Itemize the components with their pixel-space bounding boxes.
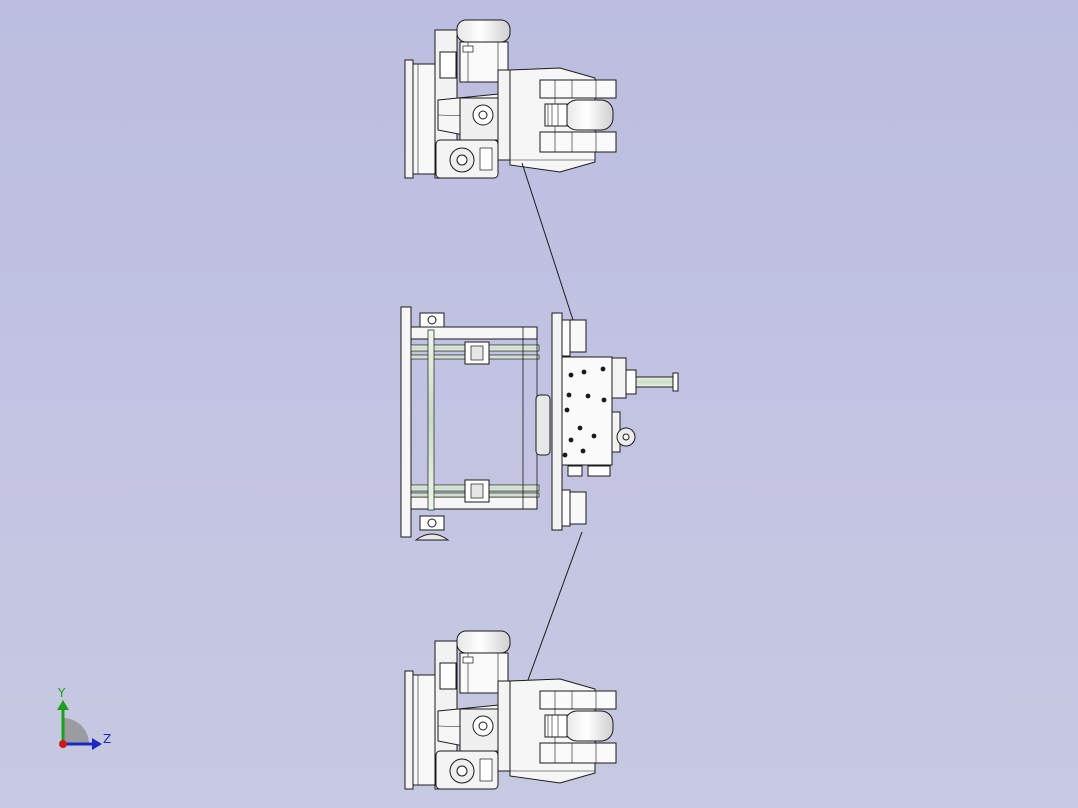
- top-drive-unit[interactable]: [404, 19, 617, 179]
- bottom-drive-unit[interactable]: [404, 630, 617, 790]
- center-carriage[interactable]: [400, 306, 679, 541]
- y-axis-label: Y: [58, 686, 66, 700]
- link-line-upper: [521, 162, 574, 321]
- axis-triad: [57, 700, 102, 750]
- link-line-lower: [527, 531, 583, 681]
- z-axis-label: Z: [103, 732, 112, 746]
